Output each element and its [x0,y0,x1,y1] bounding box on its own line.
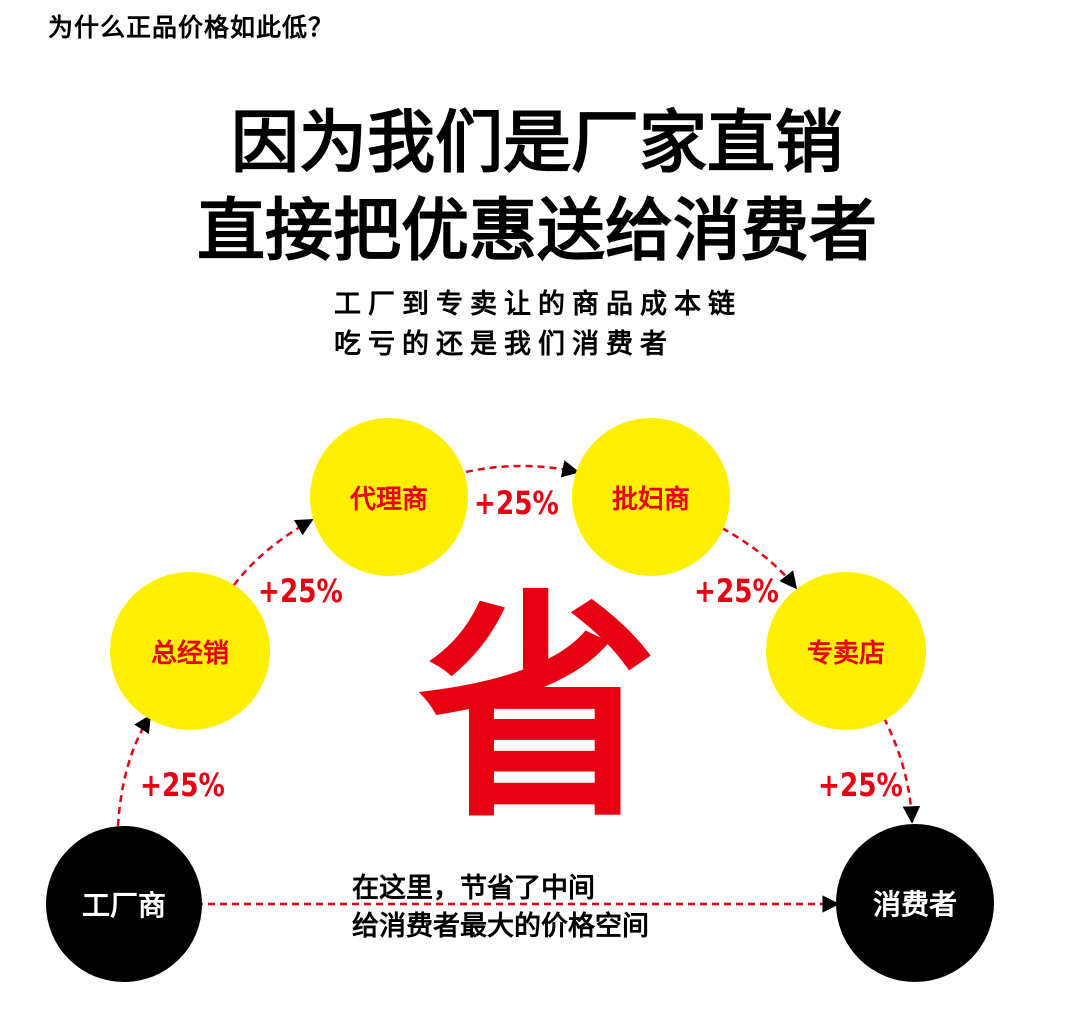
markup-label: +25% [818,766,903,804]
node-general-distributor: 总经销 [110,572,270,730]
node-consumer: 消费者 [836,824,994,982]
subline-line-1: 工厂到专卖让的商品成本链 [334,289,742,320]
node-wholesaler-label: 批妇商 [611,484,690,515]
markup-label: +25% [258,572,343,610]
node-agent-label: 代理商 [349,484,428,515]
markup-label: +25% [474,484,559,522]
node-store: 专卖店 [766,572,926,730]
arrow-wholesaler-to-store [721,526,798,590]
node-wholesaler: 批妇商 [572,418,730,576]
note-line-1: 在这里，节省了中间 [352,873,595,904]
markup-label: +25% [694,572,779,610]
headline-line-2: 直接把优惠送给消费者 [196,192,877,271]
node-factory: 工厂商 [46,826,202,982]
node-general-distributor-label: 总经销 [150,638,229,669]
note-line-2: 给消费者最大的价格空间 [352,911,649,942]
headline-line-1: 因为我们是厂家直销 [230,104,843,183]
markup-label: +25% [140,766,225,804]
arrow-store-to-consumer [882,717,921,824]
node-store-label: 专卖店 [806,638,885,669]
save-character: 省 [417,570,658,850]
node-factory-label: 工厂商 [81,889,166,922]
subline-line-2: 吃亏的还是我们消费者 [334,329,674,360]
top-question: 为什么正品价格如此低？ [48,13,335,42]
arrow-distributor-to-agent [233,518,314,586]
node-agent: 代理商 [310,418,468,576]
arrow-factory-to-distributor [116,714,152,827]
node-consumer-label: 消费者 [872,888,957,921]
arrow-agent-to-wholesaler [465,460,580,478]
